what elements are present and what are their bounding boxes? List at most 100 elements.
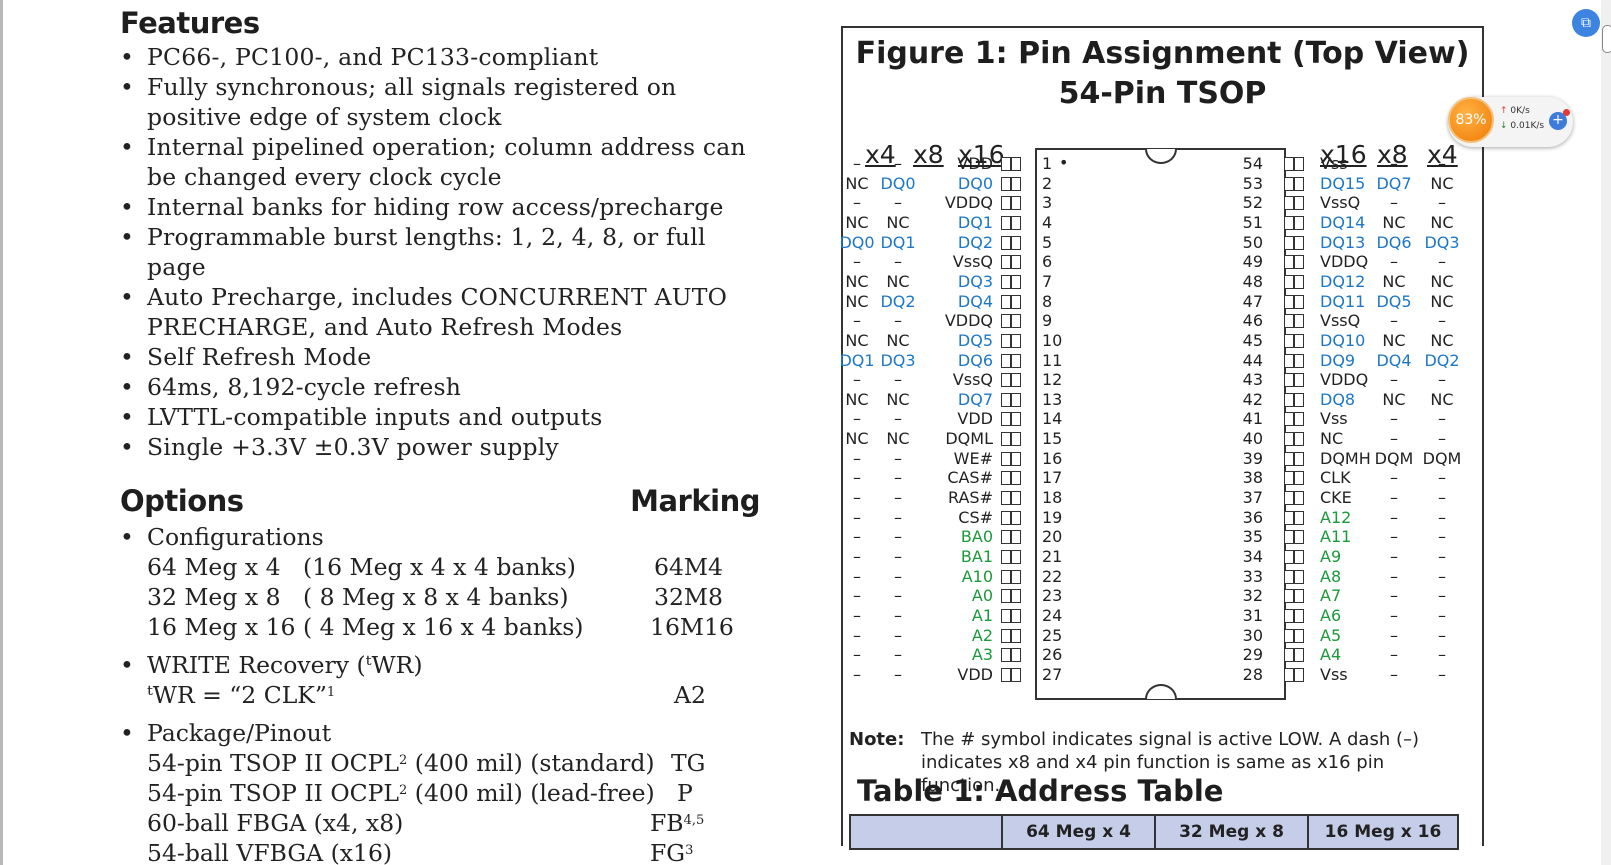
address-table-header-blank [851,816,1001,848]
pin-right-x16: A8 [1320,566,1342,586]
network-speed-widget[interactable]: 83% ↑ 0K/s ↓ 0.01K/s + [1448,97,1573,147]
pin-lead-left [1001,314,1021,329]
pin-number-left: 13 [1042,389,1063,409]
figure-title: Figure 1: Pin Assignment (Top View) [855,36,1470,71]
download-speed: ↓ 0.01K/s [1500,121,1544,131]
pin-right-x16: A11 [1320,527,1352,547]
pin-right-x4: – [1438,606,1446,625]
pin-right-x4: – [1438,488,1446,507]
scrollbar-thumb[interactable] [1602,25,1611,53]
col-header-right-x16: x16 [1320,140,1367,169]
pin-left-x4: NC [845,291,869,311]
pin-lead-right [1284,373,1304,388]
config-banks: (16 Meg x 4 x 4 banks) [303,553,576,581]
pin-number-left: 2 [1042,173,1053,193]
address-table-header-16m16: 16 Meg x 16 [1307,816,1457,848]
pin-left-x8: – [894,547,902,566]
feature-item: be changed every clock cycle [147,163,502,191]
pin-left-x4: – [853,625,861,645]
configuration-row: 16 Meg x 16( 4 Meg x 16 x 4 banks)16M16 [120,612,760,642]
pin-left-x4: – [853,606,861,625]
pin-right-x16: A7 [1320,586,1342,606]
package-label: Package/Pinout [120,718,760,748]
pin-lead-left [1001,373,1021,388]
pin-left-x4: – [853,527,861,547]
pin-lead-left [1001,255,1021,270]
pin-right-x16: DQ9 [1320,350,1356,370]
pin1-marker: • [1059,153,1069,172]
pin-lead-right [1284,589,1304,604]
pin-left-x16: DQ2 [957,232,993,252]
pin-right-x8: – [1390,468,1398,488]
pin-lead-right [1284,648,1304,663]
package-mark-text: FG [650,839,686,865]
pin-left-x4: – [853,252,861,272]
pin-right-x4: – [1438,664,1446,684]
pin-right-x4: NC [1430,271,1454,291]
download-speed-text: 0.01K/s [1510,121,1545,131]
pin-lead-right [1284,255,1304,270]
vertical-scrollbar[interactable] [1601,0,1611,865]
configuration-row: 32 Meg x 8( 8 Meg x 8 x 4 banks)32M8 [120,582,760,612]
widget-plus-button[interactable]: + [1549,109,1570,130]
pin-right-x16: Vss [1320,154,1348,173]
pin-right-x4: – [1438,468,1446,488]
pin-right-x16: DQ13 [1320,232,1366,252]
pin-left-x4: – [853,645,861,665]
pin-number-right: 32 [1242,586,1263,606]
feature-item: PC66-, PC100-, and PC133-compliant [120,42,760,72]
pin-number-left: 4 [1042,212,1053,232]
pin-number-right: 36 [1242,507,1263,527]
pin-lead-left [1001,353,1021,368]
package-mark: P [677,778,693,808]
pin-left-x8: DQ2 [880,291,916,311]
pin-left-x8: – [894,586,902,606]
pin-number-left: 20 [1042,527,1063,547]
pin-number-left: 5 [1042,232,1053,252]
pin-left-x4: – [853,370,861,390]
pin-number-left: 24 [1042,606,1063,625]
pin-left-x16: VDDQ [944,311,993,331]
pin-left-x8: NC [886,271,910,291]
pin-lead-right [1284,471,1304,486]
pin-right-x16: VssQ [1320,193,1361,213]
pin-right-x8: – [1390,311,1398,331]
pin-number-right: 51 [1242,212,1263,232]
screen-capture-icon[interactable]: ⧉ [1572,9,1600,37]
pin-right-x4: DQ2 [1424,350,1460,370]
pin-lead-right [1284,176,1304,191]
pin-right-x16: A12 [1320,507,1352,527]
options-header: Options Marking [120,484,760,522]
upload-speed-text: 0K/s [1510,106,1530,116]
pin-lead-left [1001,392,1021,407]
pin-left-x16: WE# [953,448,993,468]
config-banks: ( 4 Meg x 16 x 4 banks) [303,613,584,641]
pin-left-x8: DQ1 [880,232,916,252]
pin-left-x8: – [894,370,902,390]
pin-right-x4: – [1438,507,1446,527]
pin-left-x8: NC [886,389,910,409]
pin-lead-right [1284,294,1304,309]
pin-right-x16: VDDQ [1320,370,1369,390]
pin-number-left: 17 [1042,468,1063,488]
pin-left-x8: – [894,507,902,527]
pin-lead-left [1001,412,1021,427]
pin-number-left: 23 [1042,586,1063,606]
pin-number-left: 6 [1042,252,1053,272]
pin-left-x8: – [894,664,902,684]
package-sup: 2 [399,753,408,768]
pin-number-right: 46 [1242,311,1263,331]
pin-right-x8: – [1390,409,1398,429]
pin-left-x4: NC [845,429,869,449]
pin-lead-left [1001,333,1021,348]
pin-left-x4: NC [845,271,869,291]
pin-left-x16: BA1 [960,547,993,566]
pin-right-x4: – [1438,586,1446,606]
write-recovery-row: ᵗWR = “2 CLK”1 A2 [120,680,760,710]
pin-right-x16: NC [1320,429,1344,449]
pin-number-right: 38 [1242,468,1263,488]
pin-lead-left [1001,176,1021,191]
feature-item: Fully synchronous; all signals registere… [120,72,760,102]
config-size: 16 Meg x 16 [147,613,296,641]
pin-lead-right [1284,550,1304,564]
